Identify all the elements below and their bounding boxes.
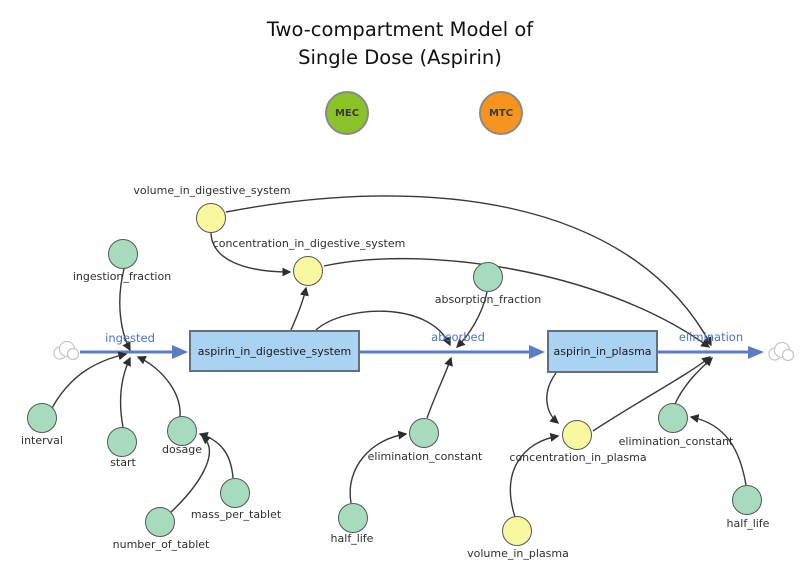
diagram-title-line1: Two-compartment Model of: [266, 18, 534, 41]
link-volume-plasma-to-concentration-plasma[interactable]: [509, 432, 560, 518]
link-volume-digestive-to-elimination[interactable]: [225, 195, 712, 347]
label-half-life-plasma: half_life: [726, 517, 770, 530]
mec-legend-circle[interactable]: MEC: [325, 91, 369, 135]
link-half-life-plasma-to-elimination-constant[interactable]: [689, 414, 747, 486]
link-half-life-digestive-to-elimination-constant[interactable]: [349, 430, 408, 504]
link-stock-digestive-to-concentration-digestive[interactable]: [290, 286, 309, 331]
variable-absorption-fraction[interactable]: [473, 262, 503, 292]
diagram-title-line2: Single Dose (Aspirin): [298, 46, 502, 69]
link-ingestion-fraction-to-ingested[interactable]: [119, 268, 131, 352]
label-concentration-in-digestive-system: concentration_in_digestive_system: [212, 237, 406, 250]
stock-aspirin-in-plasma[interactable]: aspirin_in_plasma: [547, 330, 658, 373]
variable-mass-per-tablet[interactable]: [220, 478, 250, 508]
variable-ingestion-fraction[interactable]: [108, 239, 138, 269]
link-number-of-tablet-to-dosage[interactable]: [168, 435, 211, 515]
label-dosage: dosage: [162, 443, 202, 456]
variable-volume-in-plasma[interactable]: [502, 516, 532, 546]
link-start-to-ingested[interactable]: [119, 356, 131, 428]
label-half-life-digestive: half_life: [330, 532, 374, 545]
link-dosage-to-ingested[interactable]: [136, 356, 181, 418]
variable-volume-in-digestive-system[interactable]: [196, 203, 226, 233]
label-volume-in-plasma: volume_in_plasma: [467, 547, 569, 560]
label-absorption-fraction: absorption_fraction: [434, 293, 542, 306]
link-elimination-constant-digestive-to-absorbed[interactable]: [426, 356, 453, 419]
label-start: start: [110, 456, 136, 469]
label-concentration-in-plasma: concentration_in_plasma: [509, 451, 647, 464]
stock-label: aspirin_in_digestive_system: [197, 344, 352, 358]
link-concentration-digestive-to-elimination[interactable]: [323, 257, 711, 348]
link-interval-to-ingested[interactable]: [51, 351, 128, 409]
variable-elimination-constant-digestive[interactable]: [409, 418, 439, 448]
variable-interval[interactable]: [27, 403, 57, 433]
source-cloud-icon[interactable]: [53, 340, 80, 361]
label-interval: interval: [21, 434, 63, 447]
variable-concentration-in-digestive-system[interactable]: [293, 256, 323, 286]
link-mass-per-tablet-to-dosage[interactable]: [198, 432, 234, 479]
flow-label-elimination[interactable]: elimination: [678, 330, 744, 344]
variable-half-life-digestive[interactable]: [338, 503, 368, 533]
link-elimination-constant-plasma-to-elimination[interactable]: [674, 357, 713, 405]
diagram-title: Two-compartment Model of Single Dose (As…: [0, 16, 800, 72]
flow-arrowhead-elimination: [748, 346, 764, 359]
stock-aspirin-in-digestive-system[interactable]: aspirin_in_digestive_system: [189, 330, 360, 372]
flow-label-absorbed[interactable]: absorbed: [431, 330, 485, 344]
variable-dosage[interactable]: [167, 416, 197, 446]
stock-label: aspirin_in_plasma: [553, 345, 652, 358]
sink-cloud-icon[interactable]: [768, 341, 795, 362]
label-number-of-tablet: number_of_tablet: [112, 538, 210, 551]
link-stock-plasma-to-concentration-plasma[interactable]: [546, 372, 560, 424]
variable-number-of-tablet[interactable]: [145, 507, 175, 537]
label-ingestion-fraction: ingestion_fraction: [72, 270, 172, 283]
mtc-legend-circle[interactable]: MTC: [479, 91, 523, 135]
variable-concentration-in-plasma[interactable]: [562, 420, 592, 450]
link-stock-digestive-to-absorbed[interactable]: [315, 310, 451, 347]
mtc-label: MTC: [488, 107, 514, 119]
variable-start[interactable]: [107, 427, 137, 457]
flow-label-ingested[interactable]: ingested: [105, 331, 155, 345]
label-elimination-constant-digestive: elimination_constant: [367, 450, 483, 463]
label-volume-in-digestive-system: volume_in_digestive_system: [133, 184, 291, 197]
link-absorption-fraction-to-absorbed[interactable]: [456, 291, 488, 348]
flow-arrowhead-ingested: [172, 345, 188, 359]
mec-label: MEC: [334, 107, 360, 119]
link-volume-digestive-to-concentration-digestive[interactable]: [210, 232, 292, 277]
variable-elimination-constant-plasma[interactable]: [658, 403, 688, 433]
variable-half-life-plasma[interactable]: [732, 485, 762, 515]
label-mass-per-tablet: mass_per_tablet: [190, 508, 282, 521]
flow-arrowhead-absorbed: [529, 345, 545, 359]
link-concentration-plasma-to-elimination[interactable]: [592, 356, 712, 432]
label-elimination-constant-plasma: elimination_constant: [618, 435, 734, 448]
